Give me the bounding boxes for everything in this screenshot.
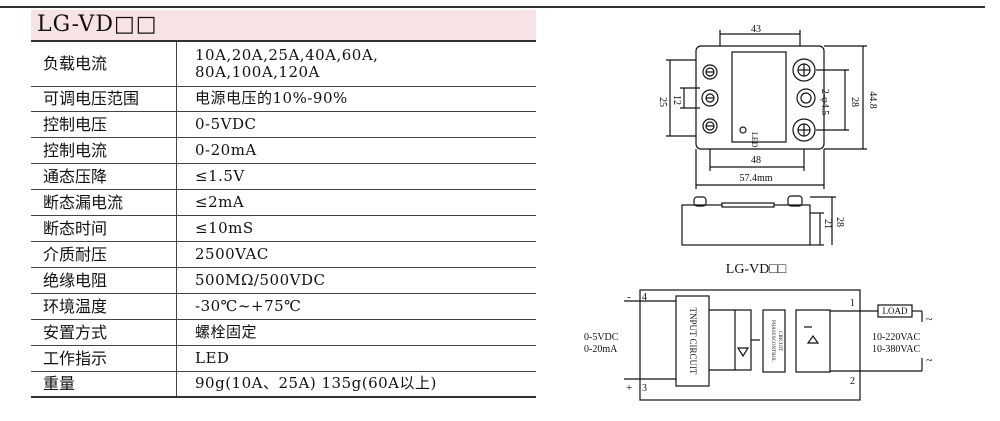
spec-label: 负载电流	[31, 42, 177, 87]
spec-row: 通态压降 ≤1.5V	[31, 163, 536, 190]
spec-label: 断态时间	[31, 215, 177, 242]
top-rule	[0, 6, 985, 8]
spec-value: 2500VAC	[176, 241, 536, 268]
spec-row: 控制电压 0-5VDC	[31, 111, 536, 138]
spec-label: 控制电压	[31, 111, 177, 138]
spec-row: 安置方式 螺栓固定	[31, 319, 536, 346]
thyristor-icon	[795, 309, 831, 373]
spec-label: 通态压降	[31, 163, 177, 190]
spec-value: 90g(10A、25A) 135g(60A以上)	[176, 371, 536, 398]
screw-left-top-icon	[702, 64, 718, 80]
circuit-outline	[639, 289, 861, 401]
load-label: LOAD	[883, 306, 908, 316]
screw-right-bottom-icon	[792, 118, 816, 142]
spec-row: 工作指示 LED	[31, 345, 536, 372]
pin-2: 2	[850, 376, 855, 387]
spec-row: 控制电流 0-20mA	[31, 137, 536, 164]
spec-row: 介质耐压 2500VAC	[31, 241, 536, 268]
input-current: 0-20mA	[584, 344, 618, 355]
led-indicator-icon	[739, 126, 747, 134]
product-header: LG-VD□□	[31, 10, 536, 42]
pin-plus: +	[626, 382, 632, 394]
dim-right-outer: 44.8	[867, 91, 878, 109]
spec-label: 介质耐压	[31, 241, 177, 268]
spec-value: 500MΩ/500VDC	[176, 267, 536, 294]
spec-value: ≤1.5V	[176, 163, 536, 190]
spec-row: 环境温度 -30℃~+75℃	[31, 293, 536, 320]
side-view	[681, 195, 836, 246]
phase-control-label-2: CIRCUIT	[777, 331, 782, 351]
side-body	[681, 204, 811, 246]
technical-drawing: 43 25 12 2-φ4.5 28 44.8 48 57.4mm LED 21…	[584, 24, 933, 401]
spec-value-line2: 80A,100A,120A	[195, 62, 320, 81]
spec-label: 控制电流	[31, 137, 177, 164]
spec-value: ≤10mS	[176, 215, 536, 242]
spec-label: 工作指示	[31, 345, 177, 372]
top-view	[666, 30, 867, 189]
dim-top: 43	[751, 24, 761, 35]
screw-right-top-icon	[792, 58, 816, 82]
led-label: LED	[750, 132, 759, 148]
spec-row: 可调电压范围 电源电压的10%-90%	[31, 86, 536, 112]
tilde-top: ~	[926, 312, 933, 326]
side-screw-left-icon	[693, 196, 707, 207]
spec-row: 断态漏电流 ≤2mA	[31, 189, 536, 216]
phase-control-label-1: PHASESCONTROL	[770, 320, 775, 362]
screw-left-bottom-icon	[702, 118, 718, 134]
spec-value: 电源电压的10%-90%	[176, 86, 536, 112]
dim-holes: 2-φ4.5	[819, 89, 830, 116]
spec-value: 0-20mA	[176, 137, 536, 164]
relay-window	[731, 51, 787, 143]
input-circuit-block	[675, 295, 710, 387]
spec-label: 可调电压范围	[31, 86, 177, 112]
dim-side-1: 21	[822, 219, 833, 229]
input-circuit-label: TNPUT CIRCUIT	[688, 307, 698, 375]
spec-label: 重量	[31, 371, 177, 398]
mount-hole-icon	[796, 88, 816, 108]
spec-value: 螺栓固定	[176, 319, 536, 346]
spec-value: 10A,20A,25A,40A,60A,80A,100A,120A	[176, 42, 536, 87]
spec-label: 断态漏电流	[31, 189, 177, 216]
spec-row: 重量 90g(10A、25A) 135g(60A以上)	[31, 371, 536, 398]
relay-body	[695, 45, 825, 150]
pin-3: 3	[642, 383, 647, 394]
spec-row: 绝缘电阻 500MΩ/500VDC	[31, 267, 536, 294]
pin-1: 1	[850, 298, 855, 309]
pin-minus: -	[627, 291, 631, 303]
circuit-diagram	[624, 289, 923, 401]
spec-label: 绝缘电阻	[31, 267, 177, 294]
output-voltage-2: 10-380VAC	[872, 344, 920, 355]
dim-left: 25	[657, 97, 668, 107]
side-screw-right-icon	[787, 195, 803, 207]
spec-label: 环境温度	[31, 293, 177, 320]
phase-control-block	[762, 309, 786, 373]
dim-bottom-outer: 57.4mm	[739, 173, 772, 184]
dim-inner-left: 12	[671, 95, 682, 105]
optocoupler-icon	[734, 309, 752, 371]
spec-row: 断态时间 ≤10mS	[31, 215, 536, 242]
screw-left-mid-icon	[701, 89, 719, 107]
spec-value: LED	[176, 345, 536, 372]
spec-value: -30℃~+75℃	[176, 293, 536, 320]
dim-bottom-inner: 48	[751, 155, 761, 166]
spec-value-line1: 10A,20A,25A,40A,60A,	[195, 45, 379, 64]
circuit-title: LG-VD□□	[726, 262, 787, 277]
spec-value: 0-5VDC	[176, 111, 536, 138]
output-voltage-1: 10-220VAC	[872, 332, 920, 343]
spec-value: ≤2mA	[176, 189, 536, 216]
tilde-bottom: ~	[926, 353, 933, 367]
spec-label: 安置方式	[31, 319, 177, 346]
dim-right-inner: 28	[849, 97, 860, 107]
input-voltage: 0-5VDC	[584, 332, 619, 343]
product-title: LG-VD□□	[37, 12, 158, 37]
spec-row: 负载电流 10A,20A,25A,40A,60A,80A,100A,120A	[31, 42, 536, 87]
pin-4: 4	[642, 292, 647, 303]
spec-table: 负载电流 10A,20A,25A,40A,60A,80A,100A,120A 可…	[31, 42, 536, 398]
dim-side-2: 28	[834, 217, 845, 227]
